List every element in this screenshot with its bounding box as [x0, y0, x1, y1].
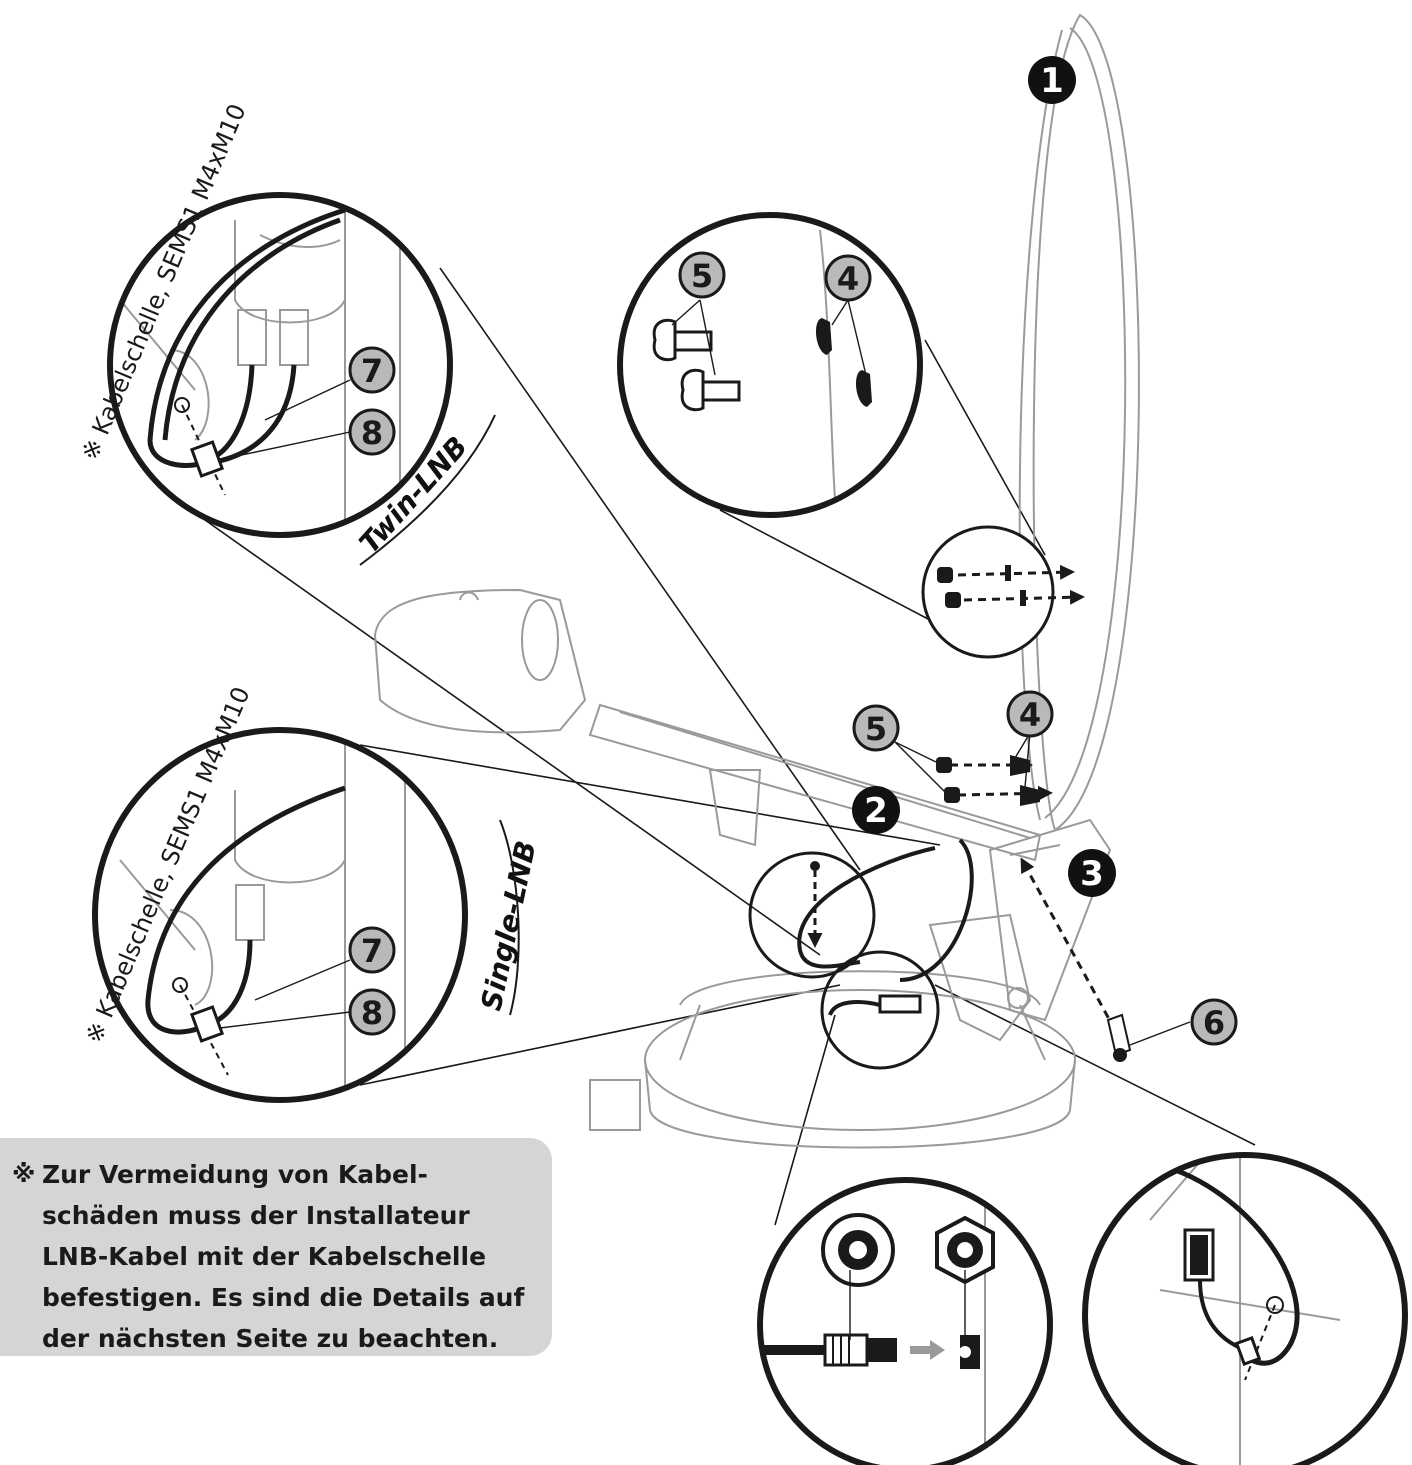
callout-5-top: 5 — [678, 251, 726, 299]
callout-2: 2 — [852, 786, 900, 834]
connector-magnifier — [757, 1177, 1053, 1465]
callout-7-twin: 7 — [348, 346, 396, 394]
note-row: ※ Zur Vermeidung von Kabel- schäden muss… — [12, 1154, 538, 1359]
svg-text:7: 7 — [361, 352, 383, 390]
callout-5-arm: 5 — [852, 704, 900, 752]
svg-text:8: 8 — [361, 414, 383, 452]
callout-1: 1 — [1028, 56, 1076, 104]
antenna-assembly — [373, 13, 1140, 1149]
small-magnifier-connector — [820, 950, 940, 1070]
callout-8-twin: 8 — [348, 408, 396, 456]
callout-4-arm: 4 — [1006, 690, 1054, 738]
svg-text:4: 4 — [1019, 696, 1041, 734]
svg-text:8: 8 — [361, 994, 383, 1032]
note-text: Zur Vermeidung von Kabel- schäden muss d… — [42, 1160, 525, 1353]
note-reference-mark: ※ — [12, 1160, 36, 1188]
cable-damage-note: ※ Zur Vermeidung von Kabel- schäden muss… — [0, 1138, 552, 1356]
callout-4-top: 4 — [824, 254, 872, 302]
screw-6-assembly — [1020, 857, 1191, 1062]
svg-text:1: 1 — [1040, 61, 1064, 101]
svg-text:5: 5 — [865, 710, 887, 748]
svg-text:4: 4 — [837, 260, 859, 298]
single-lnb-underline — [499, 819, 520, 1016]
arm-screws — [894, 732, 1053, 806]
svg-text:2: 2 — [864, 791, 888, 831]
callout-8-single: 8 — [348, 988, 396, 1036]
leader-lines — [204, 267, 1256, 1226]
cable-clip-magnifier — [1082, 1152, 1408, 1465]
twin-lnb-underline — [359, 414, 496, 566]
cable-on-base — [797, 838, 974, 982]
svg-text:3: 3 — [1080, 854, 1104, 894]
small-magnifier-clip — [748, 851, 876, 979]
callout-3: 3 — [1068, 849, 1116, 897]
svg-text:6: 6 — [1203, 1004, 1225, 1042]
callout-7-single: 7 — [348, 926, 396, 974]
small-magnifier-dish — [921, 525, 1085, 659]
callout-6: 6 — [1190, 998, 1238, 1046]
svg-text:7: 7 — [361, 932, 383, 970]
svg-text:5: 5 — [691, 257, 713, 295]
single-lnb-label: Single-LNB — [475, 838, 543, 1014]
screws-magnifier — [617, 212, 923, 518]
